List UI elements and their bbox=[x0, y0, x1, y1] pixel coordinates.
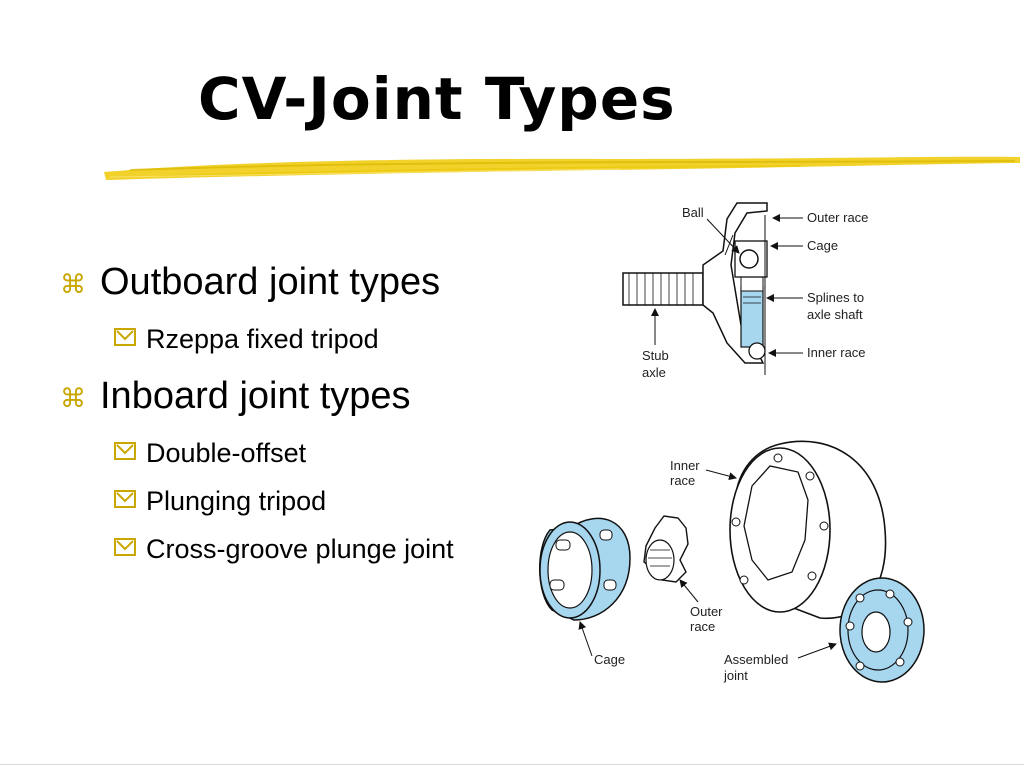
sub-bullet-cross-groove: Cross-groove plunge joint bbox=[114, 530, 540, 568]
sub-bullet-rzeppa: Rzeppa fixed tripod bbox=[114, 320, 540, 358]
assembled-joint-part bbox=[839, 577, 925, 683]
label-cage: Cage bbox=[594, 652, 625, 667]
rzeppa-cross-section-diagram: Ball Outer race Cage Splines to axle sha… bbox=[622, 202, 868, 380]
bottom-divider bbox=[0, 764, 1024, 765]
label-outer-race-line2: race bbox=[690, 619, 715, 634]
label-stub-line2: axle bbox=[642, 365, 666, 380]
exploded-joint-diagram: Inner race Outer race Cage Assembled joi… bbox=[539, 440, 925, 683]
slide-title: CV-Joint Types bbox=[198, 65, 676, 133]
label-outer-race-line1: Outer bbox=[690, 604, 723, 619]
bullet-label: Inboard joint types bbox=[100, 375, 411, 417]
label-inner-race-line2: race bbox=[670, 473, 695, 488]
command-key-bullet-icon: ⌘ bbox=[60, 383, 86, 413]
cage-part bbox=[539, 517, 631, 621]
label-ball: Ball bbox=[682, 205, 704, 220]
outer-housing-part bbox=[729, 440, 887, 620]
sub-bullet-label: Plunging tripod bbox=[146, 486, 327, 516]
inner-race-part bbox=[643, 515, 689, 583]
label-splines-line2: axle shaft bbox=[807, 307, 863, 322]
bullet-inboard: ⌘ Inboard joint types bbox=[60, 372, 540, 420]
bullet-label: Outboard joint types bbox=[100, 261, 441, 303]
checkbox-bullet-icon bbox=[114, 434, 146, 461]
checkbox-bullet-icon bbox=[114, 530, 146, 557]
bullet-outboard: ⌘ Outboard joint types bbox=[60, 258, 540, 306]
label-inner-race-line1: Inner bbox=[670, 458, 700, 473]
sub-bullet-label: Cross-groove plunge joint bbox=[146, 534, 454, 564]
command-key-bullet-icon: ⌘ bbox=[60, 269, 86, 299]
title-underline-brush bbox=[104, 156, 1020, 180]
checkbox-bullet-icon bbox=[114, 482, 146, 509]
sub-bullet-label: Double-offset bbox=[146, 438, 307, 468]
label-splines-line1: Splines to bbox=[807, 290, 864, 305]
label-assembled-line1: Assembled bbox=[724, 652, 788, 667]
sub-bullet-label: Rzeppa fixed tripod bbox=[146, 324, 379, 354]
bullet-list: ⌘ Outboard joint types Rzeppa fixed trip… bbox=[60, 258, 540, 578]
label-stub-line1: Stub bbox=[642, 348, 669, 363]
sub-bullet-double-offset: Double-offset bbox=[114, 434, 540, 472]
label-outer-race: Outer race bbox=[807, 210, 868, 225]
label-cage: Cage bbox=[807, 238, 838, 253]
checkbox-bullet-icon bbox=[114, 320, 146, 347]
label-assembled-line2: joint bbox=[723, 668, 748, 683]
sub-bullet-plunging-tripod: Plunging tripod bbox=[114, 482, 540, 520]
label-inner-race: Inner race bbox=[807, 345, 866, 360]
